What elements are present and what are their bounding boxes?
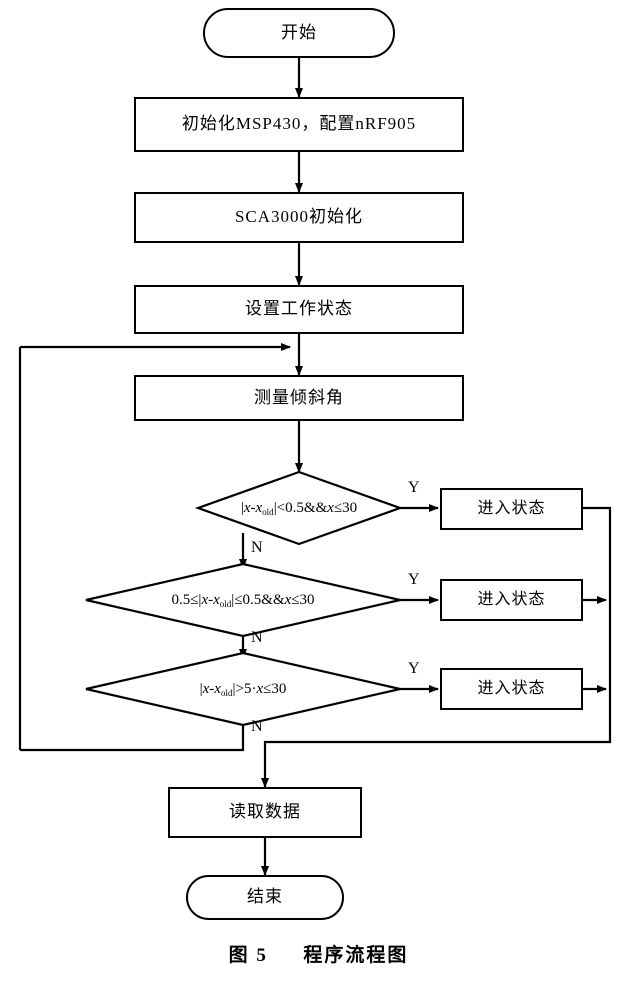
edge-merge-bus-to-read-data — [261, 689, 612, 788]
edge-label-no1: N — [251, 539, 263, 556]
node-state3[interactable]: 进入状态 — [440, 668, 583, 710]
node-init-sensor[interactable]: SCA3000初始化 — [134, 192, 464, 243]
decision2-shape — [85, 562, 401, 638]
node-set-state-label: 设置工作状态 — [245, 299, 353, 319]
edge-label-yes3: Y — [408, 660, 420, 677]
node-state3-label: 进入状态 — [477, 680, 546, 698]
node-set-state[interactable]: 设置工作状态 — [134, 285, 464, 334]
node-measure-label: 测量倾斜角 — [254, 387, 344, 407]
node-init-mcu[interactable]: 初始化MSP430，配置nRF905 — [134, 97, 464, 152]
node-state2-label: 进入状态 — [477, 591, 546, 609]
figure-caption: 图 5 程序流程图 — [0, 940, 637, 967]
node-init-mcu-label: 初始化MSP430，配置nRF905 — [181, 114, 417, 134]
decision1-shape — [194, 470, 404, 546]
node-state2[interactable]: 进入状态 — [440, 579, 583, 621]
node-state1-label: 进入状态 — [477, 500, 546, 518]
figure-caption-label: 图 5 — [228, 945, 268, 966]
node-init-sensor-label: SCA3000初始化 — [234, 207, 364, 227]
node-end[interactable]: 结束 — [186, 875, 344, 920]
edge-state1-to-merge-bus — [583, 506, 612, 600]
node-state1[interactable]: 进入状态 — [440, 488, 583, 530]
edge-label-no3: N — [251, 718, 263, 735]
decision3-shape — [85, 651, 401, 727]
node-measure[interactable]: 测量倾斜角 — [134, 375, 464, 421]
node-read-data-label: 读取数据 — [229, 802, 301, 822]
edge-label-yes2: Y — [408, 571, 420, 588]
node-read-data[interactable]: 读取数据 — [168, 787, 362, 838]
edge-decision3-no-to-loop — [20, 714, 245, 752]
edge-label-no2: N — [251, 629, 263, 646]
node-start-label: 开始 — [281, 22, 317, 42]
edge-label-yes1: Y — [408, 479, 420, 496]
node-start[interactable]: 开始 — [203, 8, 395, 58]
node-end-label: 结束 — [247, 887, 283, 907]
figure-caption-title: 程序流程图 — [303, 945, 409, 966]
